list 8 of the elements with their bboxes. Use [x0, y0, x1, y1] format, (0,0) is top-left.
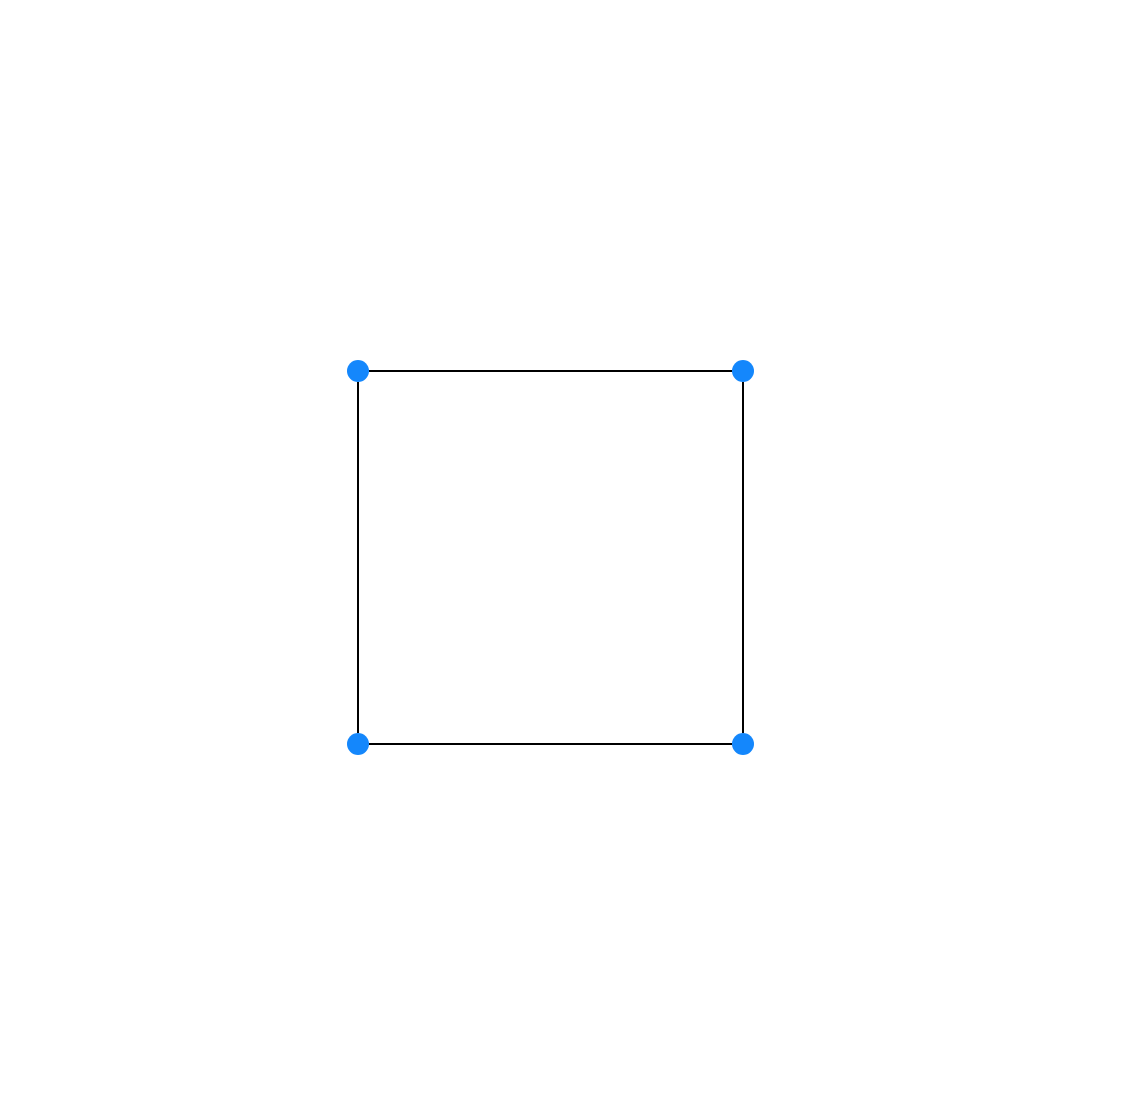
connector-line — [357, 381, 359, 734]
connector-line — [368, 743, 733, 745]
vertex-dot — [732, 733, 754, 755]
vertex-dot — [347, 360, 369, 382]
connector-line — [742, 381, 744, 734]
vertex-dot — [347, 733, 369, 755]
connector-line — [368, 370, 733, 372]
vertex-dot — [732, 360, 754, 382]
